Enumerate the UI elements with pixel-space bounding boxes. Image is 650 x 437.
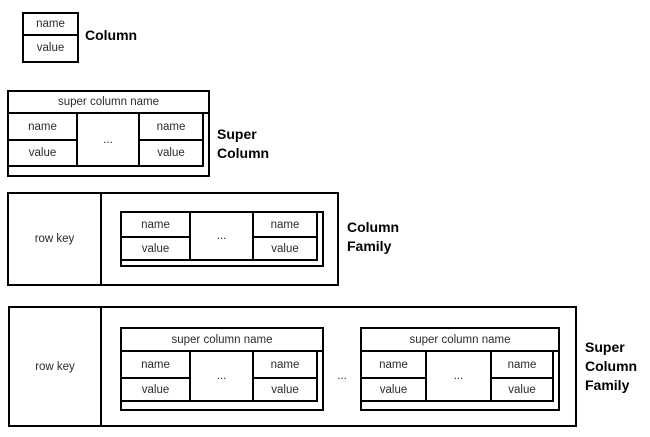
first-column: name value xyxy=(122,352,191,400)
ellipsis-cell: ... xyxy=(191,352,254,400)
column-name-cell: name xyxy=(140,114,202,141)
column-name-cell: name xyxy=(254,213,316,238)
first-column: name value xyxy=(122,213,191,259)
column-value-cell: value xyxy=(157,147,185,159)
super-column-name-header: super column name xyxy=(9,92,208,114)
column-value-cell: value xyxy=(271,242,299,255)
column-name-cell: name xyxy=(9,114,76,141)
row-key-cell: row key xyxy=(9,194,102,284)
ellipsis-cell: ... xyxy=(78,114,140,165)
column-name-cell: name xyxy=(122,352,189,379)
column-name-cell: name xyxy=(492,352,552,379)
first-column: name value xyxy=(362,352,427,400)
super-column-box: super column name name value ... name va… xyxy=(120,327,324,411)
column-family-caption: Column Family xyxy=(347,219,400,254)
column-family-box: row key name value ... name value xyxy=(7,192,339,286)
last-column: name value xyxy=(254,213,316,259)
column-value-cell: value xyxy=(271,383,299,396)
column-value-cell: value xyxy=(508,383,536,396)
column-name-cell: name xyxy=(24,14,77,36)
column-box: name value xyxy=(22,12,79,63)
column-name-cell: name xyxy=(254,352,316,379)
super-column-name-header: super column name xyxy=(122,329,322,352)
column-caption: Column xyxy=(85,27,138,43)
ellipsis-cell: ... xyxy=(427,352,492,400)
first-column: name value xyxy=(9,114,78,165)
column-value-cell: value xyxy=(379,383,408,396)
row-key-cell: row key xyxy=(10,308,102,425)
column-value-cell: value xyxy=(28,147,57,159)
column-value-cell: value xyxy=(141,242,170,255)
columns-grid: name value ... name value xyxy=(122,213,318,261)
super-column-body: name value ... name value xyxy=(122,352,318,402)
column-value-cell: value xyxy=(141,383,170,396)
ellipsis-separator: ... xyxy=(337,370,347,382)
ellipsis-cell: ... xyxy=(191,213,254,259)
super-column-box: super column name name value ... name va… xyxy=(360,327,560,411)
super-column-body: name value ... name value xyxy=(9,114,204,167)
last-column: name value xyxy=(492,352,552,400)
super-column-box: super column name name value ... name va… xyxy=(7,90,210,177)
super-column-caption: Super Column xyxy=(217,126,270,161)
last-column: name value xyxy=(254,352,316,400)
super-column-body: name value ... name value xyxy=(362,352,554,402)
last-column: name value xyxy=(140,114,202,165)
column-name-cell: name xyxy=(362,352,425,379)
column-value-cell: value xyxy=(36,41,65,54)
super-column-family-box: row key super column name name value ...… xyxy=(8,306,577,427)
super-column-name-header: super column name xyxy=(362,329,558,352)
columns-box: name value ... name value xyxy=(120,211,324,267)
column-name-cell: name xyxy=(122,213,189,238)
super-column-family-caption: Super Column Family xyxy=(585,339,638,393)
